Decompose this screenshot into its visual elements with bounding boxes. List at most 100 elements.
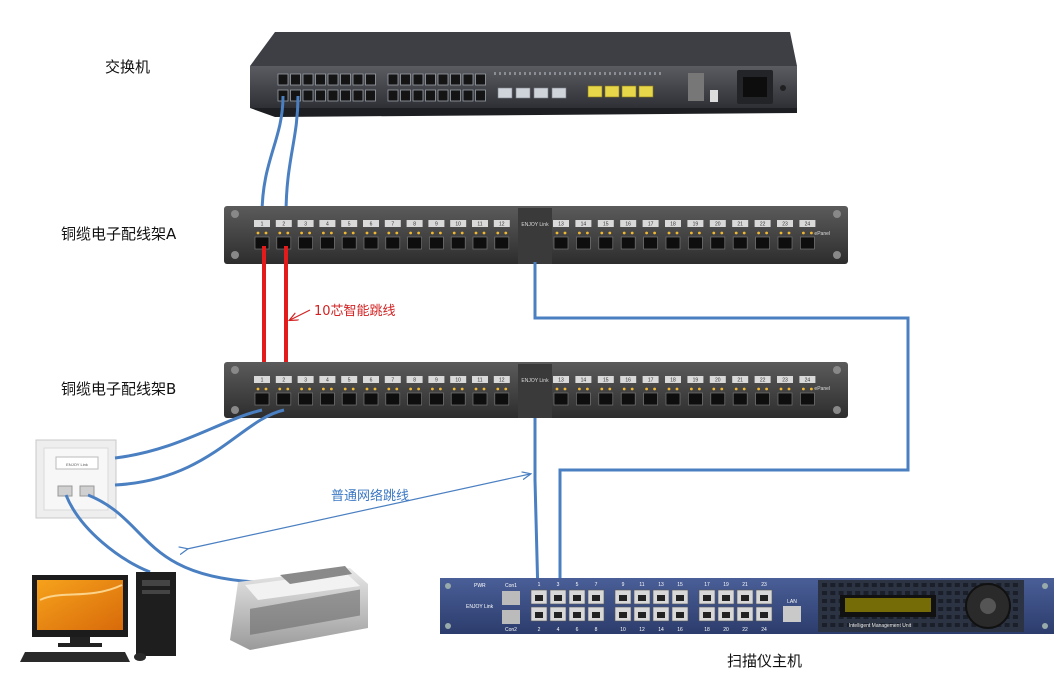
- port-number: 18: [670, 378, 676, 384]
- panel-rj45-port: [620, 392, 636, 406]
- wall-plate-brand: ENJOY Link: [66, 462, 88, 467]
- port-number-tag: [384, 376, 401, 383]
- switch-sfp-port: [533, 87, 549, 99]
- port-number-tag: [642, 376, 659, 383]
- port-number-tag: [665, 376, 681, 383]
- port-number-tag: [777, 376, 793, 383]
- scanner-port-number: 23: [761, 582, 767, 588]
- switch-rj45-port: [290, 73, 301, 86]
- panel-rj45-port: [385, 392, 401, 406]
- panel-a-label: 铜缆电子配线架A: [61, 225, 177, 243]
- port-number-tag: [384, 220, 401, 227]
- port-number-tag: [642, 220, 659, 227]
- port-number-tag: [319, 220, 336, 227]
- switch-rj45-port: [302, 89, 314, 102]
- port-number-tag: [341, 376, 358, 383]
- scanner-port-number: 11: [639, 582, 644, 588]
- panel-rj45-port: [710, 236, 726, 250]
- port-number: 7: [391, 222, 394, 228]
- port-number-tag: [319, 376, 336, 383]
- panel-rj45-port: [643, 392, 658, 406]
- panel-rj45-port: [598, 392, 614, 406]
- panel-rj45-port: [363, 236, 379, 250]
- panel-rj45-port: [494, 392, 510, 406]
- switch-rj45-port: [290, 89, 301, 102]
- panel-rj45-port: [576, 236, 591, 250]
- panel-rj45-port: [620, 236, 636, 250]
- switch-rj45-port: [450, 73, 461, 86]
- panel-rj45-port: [710, 392, 726, 406]
- port-number: 24: [805, 378, 811, 384]
- switch-rj45-port: [475, 89, 486, 102]
- cables-panel-b-to-wall-plate: [114, 408, 285, 487]
- panel-a-brand: ENJOY Link: [521, 222, 549, 228]
- switch-combo-port: [587, 85, 603, 98]
- port-number: 6: [370, 378, 373, 384]
- switch-sfp-port: [515, 87, 531, 99]
- port-number: 11: [477, 378, 482, 384]
- port-number: 14: [581, 378, 587, 384]
- scanner-lan-label: LAN: [787, 599, 797, 605]
- port-number: 5: [348, 222, 351, 228]
- panel-rj45-port: [800, 236, 815, 250]
- port-number: 16: [625, 378, 631, 384]
- port-number: 1: [261, 378, 264, 384]
- port-number-tag: [472, 376, 488, 383]
- port-number: 17: [648, 222, 654, 228]
- scanner-pwr-label: PWR: [474, 583, 486, 589]
- panel-rj45-port: [494, 236, 510, 250]
- port-number-tag: [732, 220, 749, 227]
- switch-rj45-port: [437, 73, 449, 86]
- scanner-port-number: 24: [761, 627, 767, 633]
- panel-rj45-port: [407, 236, 422, 250]
- port-number: 9: [435, 222, 438, 228]
- port-number: 16: [625, 222, 631, 228]
- panel-rj45-port: [276, 392, 292, 406]
- panel-rj45-port: [472, 392, 488, 406]
- switch-combo-port: [604, 85, 620, 98]
- keyboard: [20, 652, 130, 662]
- port-number: 12: [499, 222, 505, 228]
- scanner-port-number: 9: [622, 582, 625, 588]
- panel-rj45-port: [472, 236, 488, 250]
- scanner-port-number: 6: [576, 627, 579, 633]
- scanner-port-number: 16: [677, 627, 683, 633]
- port-number: 8: [413, 378, 416, 384]
- port-number: 23: [782, 378, 788, 384]
- panel-rj45-port: [576, 392, 591, 406]
- normal-patch-arrow: [187, 474, 530, 549]
- desktop-computer: [20, 572, 176, 662]
- port-number: 15: [603, 222, 609, 228]
- port-number: 17: [648, 378, 654, 384]
- port-number: 11: [477, 222, 482, 228]
- scanner-port-number: 17: [704, 582, 710, 588]
- panel-rj45-port: [643, 236, 658, 250]
- switch-rj45-port: [412, 89, 424, 102]
- switch-rj45-port: [315, 89, 326, 102]
- panel-rj45-port: [688, 236, 703, 250]
- panel-rj45-port: [553, 392, 569, 406]
- port-number-tag: [754, 376, 771, 383]
- port-number: 13: [558, 378, 564, 384]
- cables-wall-plate-to-devices: [64, 493, 256, 584]
- port-number-tag: [254, 376, 270, 383]
- scanner-bus-cables: [533, 262, 910, 597]
- scanner-port-number: 2: [538, 627, 541, 633]
- wall-plate-port-1: [57, 485, 73, 497]
- port-number-tag: [597, 376, 614, 383]
- wall-plate-port-2: [79, 485, 95, 497]
- switch-rj45-port: [352, 73, 364, 86]
- panel-b-epanel-label: ePanel: [814, 386, 830, 392]
- scanner-port-number: 19: [723, 582, 729, 588]
- mouse: [134, 653, 146, 661]
- switch-rj45-port: [302, 73, 314, 86]
- scanner-lan-port: [783, 606, 801, 622]
- panel-rj45-port: [755, 236, 770, 250]
- port-number: 23: [782, 222, 788, 228]
- panel-rj45-port: [298, 236, 313, 250]
- scanner-port-number: 8: [595, 627, 598, 633]
- port-number: 6: [370, 222, 373, 228]
- switch-sfp-port: [497, 87, 513, 99]
- port-number: 15: [603, 378, 609, 384]
- port-number: 19: [693, 222, 699, 228]
